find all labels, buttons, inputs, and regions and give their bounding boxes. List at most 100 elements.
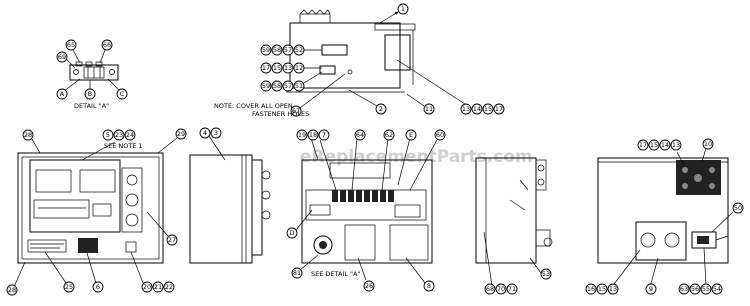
note-line-1: NOTE: COVER ALL OPEN xyxy=(214,102,293,110)
svg-text:15: 15 xyxy=(273,64,281,72)
svg-text:7: 7 xyxy=(322,131,326,139)
watermark-text: eReplacementParts.com xyxy=(300,147,533,167)
svg-text:17: 17 xyxy=(639,141,647,149)
svg-text:52: 52 xyxy=(295,46,303,54)
svg-text:27: 27 xyxy=(168,236,176,244)
see-detail-a: SEE DETAIL "A" xyxy=(311,270,360,278)
detail-a-title: DETAIL "A" xyxy=(74,102,109,110)
callout-1: 1 xyxy=(397,3,409,15)
svg-text:56: 56 xyxy=(691,285,699,293)
svg-text:2: 2 xyxy=(379,105,383,113)
svg-text:55: 55 xyxy=(702,285,710,293)
svg-text:14: 14 xyxy=(473,105,481,113)
callout-25: 25 xyxy=(63,281,75,293)
svg-text:13: 13 xyxy=(462,105,470,113)
callout-group-68-70-71: 68 70 71 xyxy=(484,283,518,295)
svg-text:6: 6 xyxy=(96,283,100,291)
svg-text:62: 62 xyxy=(385,131,393,139)
svg-text:18: 18 xyxy=(309,131,317,139)
svg-text:24: 24 xyxy=(126,131,134,139)
svg-text:68: 68 xyxy=(486,285,494,293)
callout-c: C xyxy=(116,88,128,100)
svg-text:81: 81 xyxy=(293,269,301,277)
svg-text:51: 51 xyxy=(295,82,303,90)
svg-text:50: 50 xyxy=(734,204,742,212)
callout-69: 69 xyxy=(56,51,68,63)
callout-a: A xyxy=(56,88,68,100)
svg-text:71: 71 xyxy=(508,285,516,293)
svg-text:65: 65 xyxy=(67,41,75,49)
svg-text:13: 13 xyxy=(672,141,680,149)
callout-67: 67 xyxy=(290,105,302,117)
svg-text:12: 12 xyxy=(295,64,303,72)
rear-view-drawing xyxy=(475,157,553,287)
svg-text:10: 10 xyxy=(704,140,712,148)
svg-text:8: 8 xyxy=(427,282,431,290)
svg-text:57: 57 xyxy=(284,46,292,54)
interior-view-drawing xyxy=(295,137,439,284)
svg-text:4: 4 xyxy=(203,129,207,137)
svg-text:C: C xyxy=(120,90,125,98)
svg-text:15: 15 xyxy=(484,105,492,113)
right-view-drawing xyxy=(597,147,734,289)
svg-text:14: 14 xyxy=(661,141,669,149)
top-view-drawing xyxy=(286,9,466,109)
callout-7-final: 7 xyxy=(318,129,330,141)
front-view-drawing xyxy=(13,137,178,288)
callout-9: 9 xyxy=(645,283,657,295)
callout-group-13-14-15-17: 13 14 15 17 xyxy=(460,103,505,115)
svg-text:23: 23 xyxy=(115,131,123,139)
callout-group-59-58-57-52: 59 58 57 52 xyxy=(260,44,305,56)
svg-text:70: 70 xyxy=(497,285,505,293)
callout-d: D xyxy=(286,227,298,239)
callout-group-16-15-13: 16 15 13 xyxy=(585,283,619,295)
callout-group-20-21-22: 20 21 22 xyxy=(141,281,175,293)
callout-group-17-15-13-12: 17 15 13 12 xyxy=(260,62,305,74)
callout-27: 27 xyxy=(166,234,178,246)
callout-6: 6 xyxy=(92,281,104,293)
callout-group-5-23-24: 5 23 24 xyxy=(102,129,136,141)
svg-text:17: 17 xyxy=(495,105,503,113)
svg-text:1: 1 xyxy=(401,5,405,13)
svg-text:B: B xyxy=(88,90,92,98)
callout-66: 66 xyxy=(101,39,113,51)
callout-group-59-58-57-51: 59 58 57 51 xyxy=(260,80,305,92)
svg-text:28: 28 xyxy=(8,286,16,294)
svg-text:60: 60 xyxy=(436,131,444,139)
callout-50: 50 xyxy=(732,202,744,214)
svg-text:29: 29 xyxy=(177,130,185,138)
callout-group-17-15-14-13: 17 15 14 13 xyxy=(637,139,682,151)
svg-text:28: 28 xyxy=(24,131,32,139)
svg-text:15: 15 xyxy=(598,285,606,293)
callout-8: 8 xyxy=(423,280,435,292)
svg-text:17: 17 xyxy=(262,64,270,72)
side-view-drawing xyxy=(189,135,271,264)
svg-text:16: 16 xyxy=(587,285,595,293)
callout-29: 29 xyxy=(175,128,187,140)
callout-10: 10 xyxy=(702,138,714,150)
svg-text:57: 57 xyxy=(284,82,292,90)
note-line-2: FASTENER HOLES xyxy=(252,110,309,118)
see-note-1: SEE NOTE 1 xyxy=(104,142,143,150)
svg-text:13: 13 xyxy=(284,64,292,72)
svg-text:66: 66 xyxy=(103,41,111,49)
callout-group-4-3: 4 3 xyxy=(199,127,222,139)
callout-e: E xyxy=(405,129,417,141)
svg-text:26: 26 xyxy=(365,282,373,290)
svg-text:54: 54 xyxy=(713,285,721,293)
svg-text:67: 67 xyxy=(292,107,300,115)
svg-text:53: 53 xyxy=(542,270,550,278)
callout-60: 60 xyxy=(434,129,446,141)
svg-text:63: 63 xyxy=(680,285,688,293)
svg-text:20: 20 xyxy=(143,283,151,291)
callout-62: 62 xyxy=(383,129,395,141)
svg-text:D: D xyxy=(289,229,294,237)
svg-text:9: 9 xyxy=(649,285,653,293)
svg-text:58: 58 xyxy=(273,46,281,54)
callout-group-19-18: 19 18 xyxy=(296,129,319,141)
svg-text:58: 58 xyxy=(273,82,281,90)
svg-text:11: 11 xyxy=(425,105,433,113)
callout-65: 65 xyxy=(65,39,77,51)
callout-11: 11 xyxy=(423,103,435,115)
